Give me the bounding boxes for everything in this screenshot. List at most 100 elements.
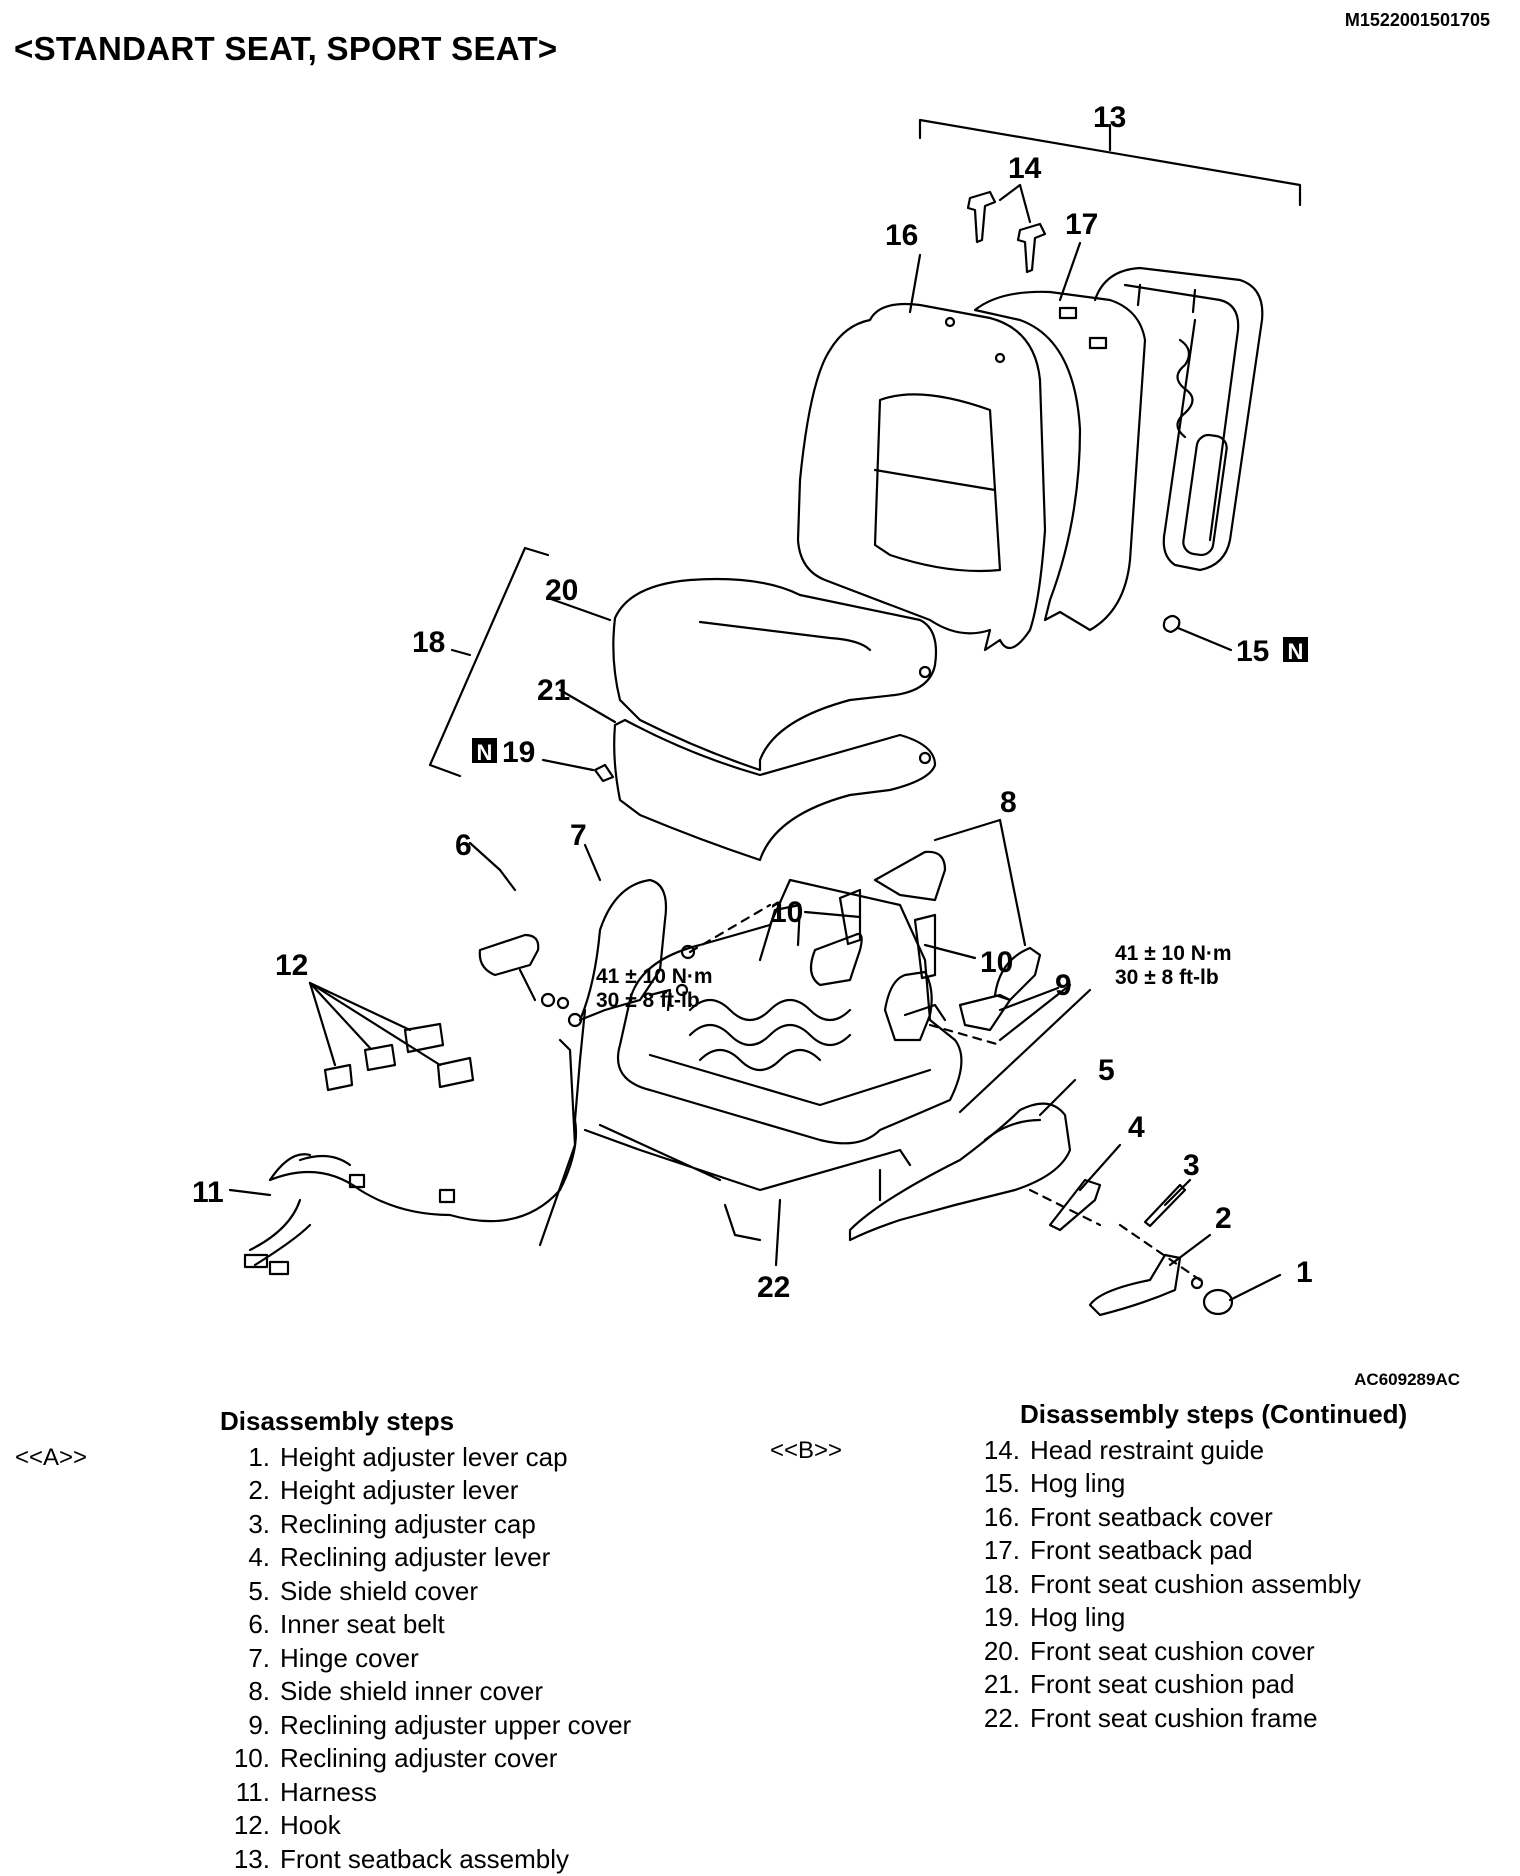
- step-number: 4.: [248, 1542, 270, 1572]
- step-item: 12.Hook: [220, 1809, 631, 1843]
- document-id: M1522001501705: [1344, 10, 1490, 30]
- bracket-13: [918, 118, 1302, 207]
- step-mark-b: <<B>>: [770, 1437, 843, 1464]
- step-number: 1.: [248, 1441, 270, 1472]
- step-label: Front seat cushion cover: [1030, 1635, 1315, 1666]
- hook-a: [323, 1063, 354, 1092]
- hook-b: [363, 1043, 397, 1072]
- step-item: 3.Reclining adjuster cap: [220, 1508, 631, 1542]
- step-item: 16. Front seatback cover: [970, 1501, 1407, 1535]
- step-number: 20.: [983, 1635, 1020, 1666]
- hog-ring-19: [593, 763, 615, 783]
- step-item: 17.Front seatback pad: [970, 1534, 1407, 1568]
- step-item: 9.Reclining adjuster upper cover: [220, 1709, 631, 1743]
- step-label: Reclining adjuster upper cover: [280, 1709, 632, 1740]
- step-number: 22.: [983, 1702, 1020, 1733]
- n-marker-19-label: N: [477, 740, 493, 765]
- step-item: 1. Height adjuster lever cap: [220, 1441, 631, 1475]
- callout-10a: 10: [770, 896, 803, 929]
- callout-9: 9: [1055, 969, 1072, 1002]
- cushion-frame: [616, 878, 963, 1145]
- callout-12: 12: [275, 949, 308, 982]
- step-number: 10.: [233, 1743, 270, 1773]
- step-label: Reclining adjuster cover: [280, 1743, 558, 1773]
- callout-20: 20: [545, 574, 578, 607]
- torque-right-ftlb: 30 ± 8 ft-lb: [1115, 966, 1219, 989]
- step-label: Head restraint guide: [1030, 1434, 1265, 1465]
- callout-7: 7: [570, 819, 587, 852]
- callout-19: 19: [502, 736, 535, 769]
- step-mark-a: <<A>>: [15, 1444, 88, 1471]
- callout-16: 16: [885, 219, 918, 252]
- step-label: Front seat cushion assembly: [1030, 1568, 1361, 1599]
- torque-left-nm: 41 ± 10 N·m: [596, 965, 713, 988]
- reclining-adjuster-cover-b: [883, 970, 933, 1042]
- step-number: 15.: [983, 1468, 1020, 1498]
- step-label: Side shield inner cover: [280, 1676, 544, 1706]
- step-label: Inner seat belt: [280, 1609, 445, 1639]
- inner-seat-belt: [478, 933, 540, 977]
- step-label: Hog ling: [1030, 1468, 1126, 1498]
- step-item: 8. Side shield inner cover: [220, 1675, 631, 1709]
- bracket-18: [428, 546, 550, 778]
- n-marker-19: [472, 738, 497, 763]
- reclining-adjuster-cover-a: [809, 932, 863, 987]
- height-adjuster-lever: [1088, 1253, 1182, 1317]
- step-item: 20. Front seat cushion cover: [970, 1635, 1407, 1669]
- callout-22: 22: [757, 1271, 790, 1304]
- exploded-seat-diagram: N N 1 2 3 4 5 6 7 8 9 10 10 11 12 13 14 …: [192, 101, 1313, 1317]
- step-label: Front seatback cover: [1030, 1501, 1273, 1532]
- callout-11: 11: [192, 1176, 224, 1209]
- step-label: Side shield cover: [280, 1575, 478, 1606]
- step-number: 18.: [983, 1568, 1020, 1599]
- callout-13: 13: [1093, 101, 1126, 134]
- head-restraint-guide: [966, 190, 997, 244]
- torque-left-ftlb: 30 ± 8 ft-lb: [596, 989, 700, 1012]
- callout-8: 8: [1000, 786, 1017, 819]
- step-label: Reclining adjuster lever: [280, 1542, 551, 1572]
- hinge-cover: [578, 878, 668, 1022]
- step-label: Height adjuster lever cap: [280, 1441, 568, 1472]
- step-number: 2.: [248, 1475, 270, 1505]
- step-number: 11.: [235, 1776, 270, 1807]
- step-number: 16.: [983, 1501, 1020, 1532]
- step-item: 11. Harness: [220, 1776, 631, 1810]
- step-label: Height adjuster lever: [280, 1475, 519, 1505]
- hook-d: [436, 1056, 475, 1089]
- seatback-cover: [796, 302, 1047, 652]
- step-item: 15. Hog ling: [970, 1467, 1407, 1501]
- step-label: Hinge cover: [280, 1642, 419, 1673]
- pad-hole: [1058, 306, 1078, 320]
- step-label: Front seatback pad: [1030, 1535, 1253, 1565]
- reclining-adjuster-cap: [1143, 1183, 1187, 1228]
- step-number: 5.: [248, 1575, 270, 1606]
- callout-17: 17: [1065, 208, 1098, 241]
- steps-heading: Disassembly steps: [220, 1406, 455, 1436]
- callout-18: 18: [412, 626, 445, 659]
- step-number: 21.: [983, 1669, 1020, 1699]
- disassembly-steps-right: Disassembly steps (Continued) <<B>> 14.H…: [770, 1398, 1408, 1736]
- step-label: Front seat cushion frame: [1030, 1702, 1318, 1733]
- step-label: Hook: [280, 1810, 341, 1840]
- callout-5: 5: [1098, 1054, 1115, 1087]
- seatback-motor: [1182, 433, 1228, 557]
- steps-heading-continued: Disassembly steps (Continued): [1020, 1399, 1408, 1429]
- step-item: 22. Front seat cushion frame: [970, 1702, 1407, 1736]
- cushion-cover: [612, 577, 938, 772]
- step-label: Harness: [280, 1776, 377, 1807]
- step-item: 18. Front seat cushion assembly: [970, 1568, 1407, 1602]
- step-number: 8.: [248, 1676, 270, 1706]
- step-label: Reclining adjuster cap: [280, 1508, 536, 1539]
- step-item: 6.Inner seat belt: [220, 1608, 631, 1642]
- step-item: 10. Reclining adjuster cover: [220, 1742, 631, 1776]
- figure-id: AC609289AC: [1354, 1370, 1460, 1389]
- n-marker-15: [1283, 637, 1308, 662]
- seatback-frame: [1093, 266, 1264, 572]
- step-item: 14.Head restraint guide: [970, 1434, 1407, 1468]
- page-title: <STANDART SEAT, SPORT SEAT>: [14, 30, 558, 67]
- step-number: 7.: [248, 1642, 270, 1673]
- harness: [268, 1008, 587, 1223]
- callout-14: 14: [1008, 152, 1042, 185]
- step-item: 19.Hog ling: [970, 1601, 1407, 1635]
- callout-15: 15: [1236, 635, 1269, 668]
